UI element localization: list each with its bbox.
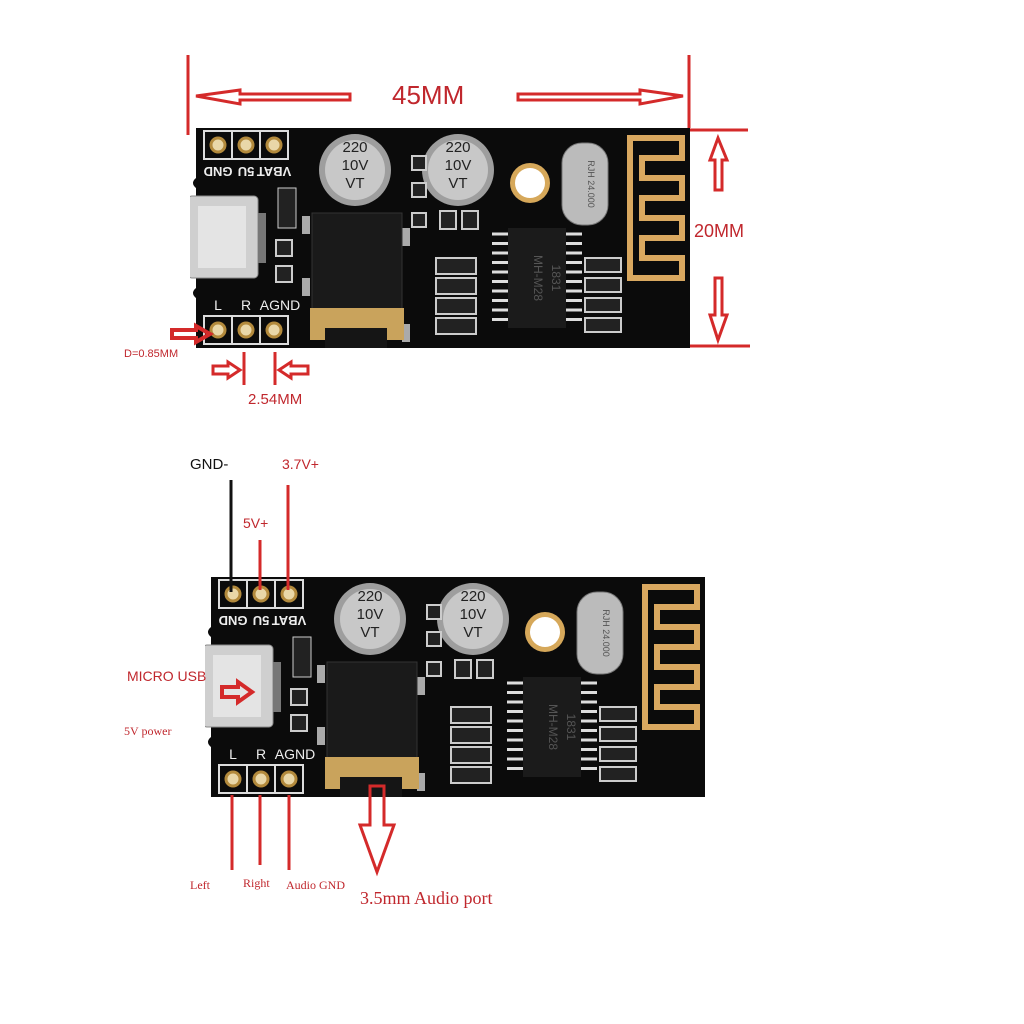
agnd-label: Audio GND: [286, 878, 345, 892]
pcb-antenna: [627, 135, 685, 281]
svg-text:VT: VT: [360, 624, 379, 641]
svg-text:AGND: AGND: [260, 297, 300, 313]
svg-text:L: L: [229, 746, 237, 762]
left-label: Left: [190, 878, 210, 892]
pin-pitch-label: 2.54MM: [248, 391, 303, 408]
gnd-label: GND-: [190, 456, 229, 473]
power-label: 5V power: [124, 724, 172, 738]
svg-text:RJH 24.000: RJH 24.000: [586, 160, 596, 208]
svg-text:VT: VT: [463, 624, 482, 641]
micro-usb-port: [187, 195, 266, 279]
svg-text:10V: 10V: [460, 606, 487, 623]
5v-label: 5V+: [243, 515, 269, 531]
crystal-oscillator: RJH 24.000: [561, 142, 609, 226]
crystal-oscillator: RJH 24.000: [576, 591, 624, 675]
svg-text:VT: VT: [345, 175, 364, 192]
svg-text:RJH 24.000: RJH 24.000: [601, 609, 611, 657]
svg-text:L: L: [214, 297, 222, 313]
svg-text:VBAT: VBAT: [257, 164, 291, 179]
svg-text:VBAT: VBAT: [272, 613, 306, 628]
svg-text:10V: 10V: [445, 157, 472, 174]
svg-text:220: 220: [460, 588, 485, 605]
svg-text:5U: 5U: [238, 164, 255, 179]
svg-text:VT: VT: [448, 175, 467, 192]
width-dimension-label: 45MM: [392, 80, 465, 110]
svg-text:10V: 10V: [342, 157, 369, 174]
audio-header: L R AGND: [218, 746, 315, 794]
power-header: VBAT 5U GND: [203, 130, 291, 179]
pin-diameter-label: D=0.85MM: [124, 348, 179, 360]
svg-text:MH-M28: MH-M28: [546, 704, 560, 750]
micro-usb-label: MICRO USB: [127, 668, 207, 684]
svg-text:220: 220: [357, 588, 382, 605]
svg-text:220: 220: [342, 139, 367, 156]
svg-text:GND: GND: [204, 164, 233, 179]
pcb-antenna: [642, 584, 700, 730]
svg-text:AGND: AGND: [275, 746, 315, 762]
svg-text:MH-M28: MH-M28: [531, 255, 545, 301]
audio-port-label: 3.5mm Audio port: [360, 888, 493, 908]
3v7-label: 3.7V+: [282, 456, 319, 472]
svg-text:1831: 1831: [564, 714, 578, 741]
svg-text:R: R: [241, 297, 251, 313]
svg-text:220: 220: [445, 139, 470, 156]
right-label: Right: [243, 876, 270, 890]
svg-text:R: R: [256, 746, 266, 762]
bluetooth-chip: MH-M28 1831: [492, 228, 582, 328]
svg-text:10V: 10V: [357, 606, 384, 623]
bluetooth-chip: MH-M28 1831: [507, 677, 597, 777]
svg-text:5U: 5U: [253, 613, 270, 628]
svg-text:GND: GND: [219, 613, 248, 628]
height-dimension-label: 20MM: [694, 221, 745, 241]
svg-text:1831: 1831: [549, 265, 563, 292]
